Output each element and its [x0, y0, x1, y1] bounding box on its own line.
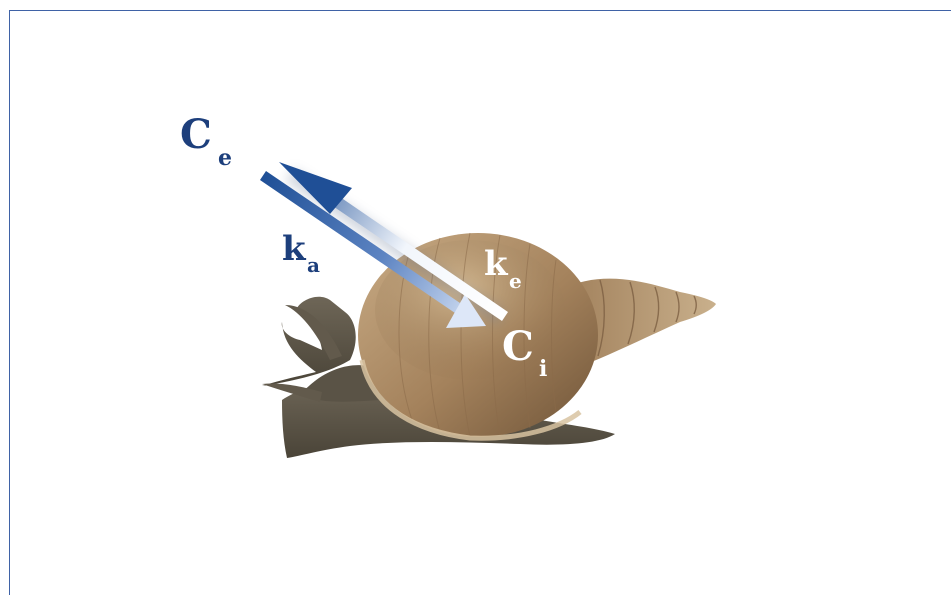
- label-ka: ka: [282, 229, 320, 277]
- snail-tentacle-upper: [285, 305, 342, 360]
- label-ce-main: C: [180, 111, 212, 158]
- label-ce-sub: e: [218, 145, 232, 171]
- label-ke: ke: [484, 244, 522, 293]
- label-ka-sub: a: [307, 253, 320, 277]
- snail-tentacle-lower: [262, 383, 322, 402]
- uptake-arrow: [260, 171, 486, 328]
- elimination-arrow: [279, 162, 508, 321]
- spire-ridges: [597, 279, 697, 357]
- snail-body: [262, 296, 356, 386]
- label-ke-sub: e: [509, 269, 522, 293]
- label-ci-sub: i: [539, 356, 547, 382]
- label-ka-main: k: [282, 229, 307, 269]
- shell-growth-lines: [398, 232, 557, 438]
- snail-spire: [560, 278, 716, 372]
- label-ke-main: k: [484, 244, 509, 284]
- frame-border: [9, 10, 951, 595]
- label-ci-main: C: [502, 323, 534, 370]
- shell-lip: [359, 359, 582, 441]
